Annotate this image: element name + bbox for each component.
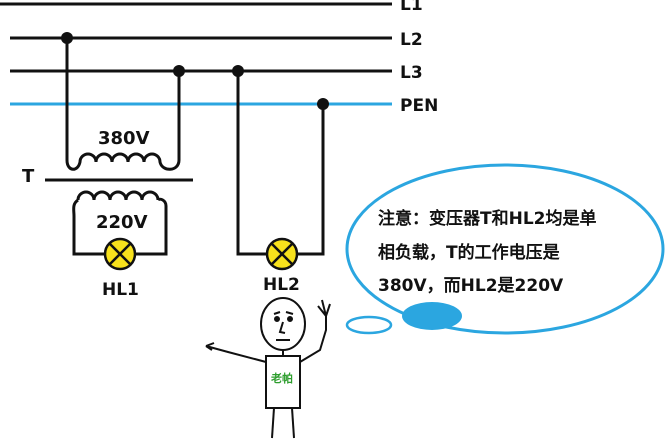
transformer-secondary-winding: [76, 190, 160, 201]
thought-bubble-dot-small: [345, 315, 393, 335]
primary-voltage-label: 380V: [98, 128, 150, 149]
hl2-label: HL2: [263, 275, 300, 295]
bubble-text-line-2: 相负载，T的工作电压是: [378, 242, 560, 263]
secondary-voltage-label: 220V: [96, 212, 148, 233]
character-body: [265, 355, 301, 409]
thought-bubble-dot-large: [402, 302, 462, 330]
bubble-text-line-3: 380V，而HL2是220V: [378, 276, 564, 296]
label-pen: PEN: [400, 96, 438, 116]
bubble-text-line-1: 注意：变压器T和HL2均是单: [378, 208, 597, 229]
character-figure: [205, 297, 331, 439]
character-badge: 老帕: [270, 371, 293, 385]
hl2-circuit-wire: [236, 71, 325, 256]
hl1-label: HL1: [102, 280, 139, 300]
transformer-label: T: [22, 166, 35, 187]
label-l3: L3: [400, 63, 423, 83]
hl1-circuit-wire: [72, 197, 168, 256]
transformer-primary-winding: [65, 38, 181, 171]
label-l1: L1: [400, 0, 423, 15]
label-l2: L2: [400, 30, 423, 50]
thought-bubble: [345, 163, 665, 335]
lamp-hl2: [265, 237, 299, 271]
lamp-hl1: [103, 237, 137, 271]
